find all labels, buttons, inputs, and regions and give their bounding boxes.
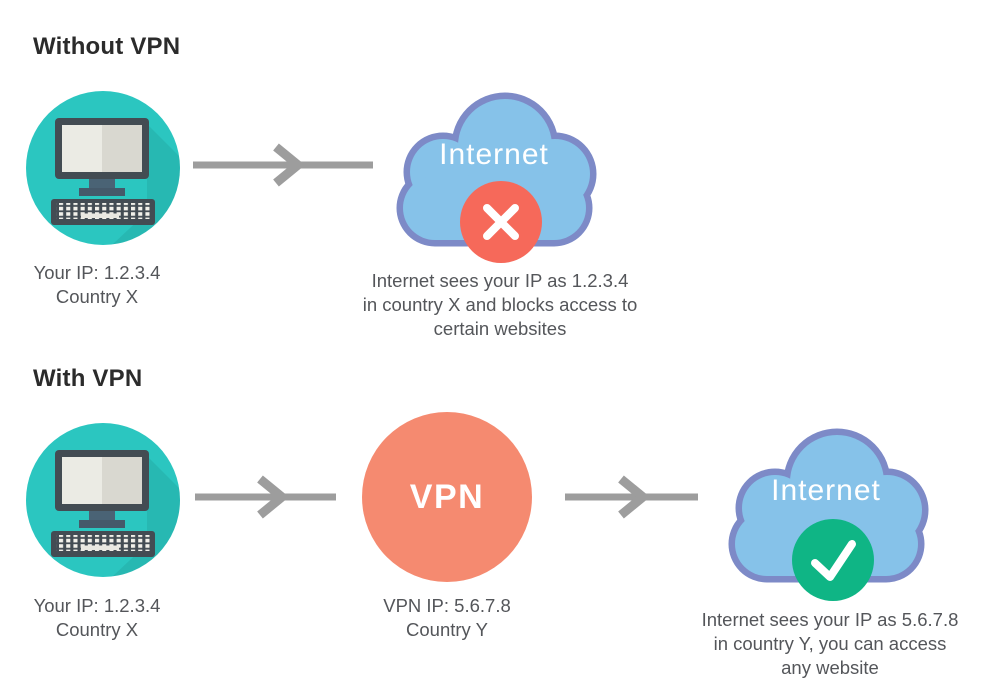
vpn-ip-caption: VPN IP: 5.6.7.8 Country Y [357, 594, 537, 642]
caption-line: Your IP: 1.2.3.4 [33, 595, 161, 616]
computer-icon [23, 88, 183, 248]
check-icon [792, 519, 874, 601]
caption-line: VPN IP: 5.6.7.8 [383, 595, 511, 616]
computer-ip-caption: Your IP: 1.2.3.4 Country X [7, 594, 187, 642]
x-icon [460, 181, 542, 263]
caption-line: Your IP: 1.2.3.4 [33, 262, 161, 283]
caption-line: any website [781, 657, 879, 678]
computer-icon [23, 420, 183, 580]
internet-allowed-caption: Internet sees your IP as 5.6.7.8 in coun… [680, 608, 980, 680]
caption-line: in country X and blocks access to [362, 294, 638, 315]
caption-line: certain websites [433, 318, 567, 339]
internet-label: Internet [771, 474, 881, 507]
section-heading-with-vpn: With VPN [33, 365, 143, 392]
arrow-right-icon [193, 143, 373, 187]
caption-line: Internet sees your IP as 1.2.3.4 [371, 270, 629, 291]
internet-blocked-caption: Internet sees your IP as 1.2.3.4 in coun… [350, 269, 650, 341]
internet-cloud-blocked: Internet [388, 84, 600, 263]
caption-line: in country Y, you can access [713, 633, 947, 654]
arrow-right-icon [195, 475, 336, 519]
internet-label: Internet [439, 138, 549, 171]
internet-cloud-allowed: Internet [720, 420, 932, 601]
caption-line: Country X [55, 286, 139, 307]
caption-line: Country X [55, 619, 139, 640]
vpn-server-circle: VPN [362, 412, 532, 582]
caption-line: Country Y [406, 619, 488, 640]
computer-ip-caption: Your IP: 1.2.3.4 Country X [7, 261, 187, 309]
section-heading-without-vpn: Without VPN [33, 33, 181, 60]
caption-line: Internet sees your IP as 5.6.7.8 [701, 609, 959, 630]
arrow-right-icon [565, 475, 698, 519]
vpn-label: VPN [409, 477, 485, 516]
